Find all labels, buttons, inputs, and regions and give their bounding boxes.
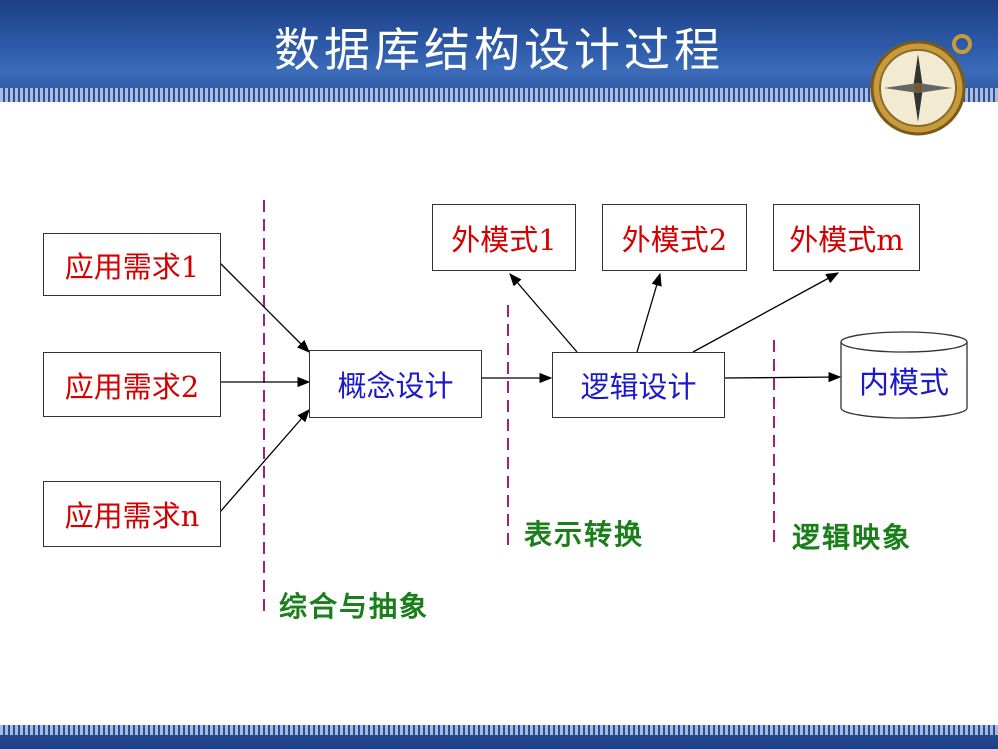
requirement-label-2: 应用需求2 <box>64 369 200 404</box>
requirement-box-1: 应用需求1 <box>43 233 221 296</box>
phase-label-transformation: 表示转换 <box>524 518 645 551</box>
external-schema-label-m: 外模式m <box>789 222 904 257</box>
arrow-req1-concept <box>219 262 310 353</box>
external-schema-label-1: 外模式1 <box>451 222 557 257</box>
requirement-label-n: 应用需求n <box>64 499 200 533</box>
conceptual-design-box: 概念设计 <box>309 350 482 418</box>
header-stripe <box>0 88 998 102</box>
header-bar <box>0 0 998 102</box>
external-schema-label-2: 外模式2 <box>621 222 728 257</box>
external-schema-box-1: 外模式1 <box>432 204 576 271</box>
phase-label-mapping: 逻辑映象 <box>792 521 913 554</box>
external-schema-box-m: 外模式m <box>773 204 920 271</box>
requirement-label-1: 应用需求1 <box>64 249 200 284</box>
requirement-box-n: 应用需求n <box>43 481 221 547</box>
arrow-reqn-concept <box>219 409 310 513</box>
internal-schema-label: 内模式 <box>859 366 949 401</box>
compass-icon <box>870 34 972 136</box>
conceptual-design-label: 概念设计 <box>337 369 454 403</box>
arrow-logical-internal <box>723 371 842 383</box>
requirement-box-2: 应用需求2 <box>43 352 221 417</box>
logical-design-label: 逻辑设计 <box>580 370 697 404</box>
cylinder-top <box>840 331 968 353</box>
phase-label-synthesis: 综合与抽象 <box>279 590 430 623</box>
slide-title: 数据库结构设计过程 <box>274 23 724 77</box>
arrow-logical-ext2 <box>636 272 662 353</box>
logical-design-box: 逻辑设计 <box>552 352 725 418</box>
arrow-logical-extm <box>692 272 840 353</box>
external-schema-box-2: 外模式2 <box>602 204 747 271</box>
footer-stripe <box>0 725 998 735</box>
cylinder-body <box>840 342 968 419</box>
arrow-logical-ext1 <box>509 273 578 353</box>
